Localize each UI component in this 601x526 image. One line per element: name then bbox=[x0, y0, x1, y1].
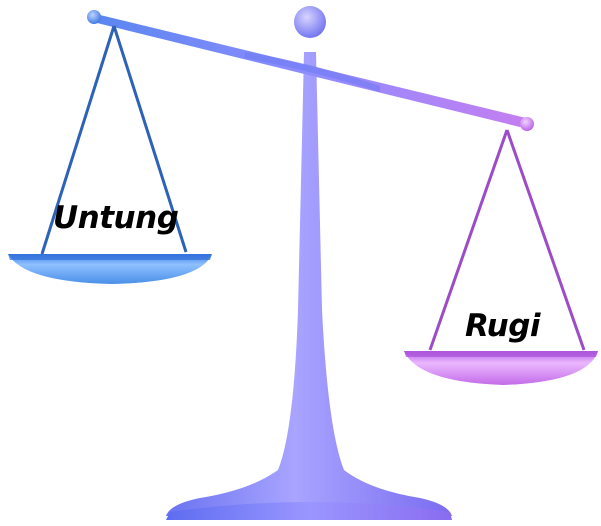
left-pan-label: Untung bbox=[53, 203, 178, 234]
scale-top-knob bbox=[294, 6, 326, 38]
scale-pillar bbox=[166, 52, 452, 516]
left-beam-tip bbox=[87, 10, 101, 24]
right-pan-label: Rugi bbox=[465, 311, 540, 342]
right-beam-tip bbox=[520, 117, 534, 131]
